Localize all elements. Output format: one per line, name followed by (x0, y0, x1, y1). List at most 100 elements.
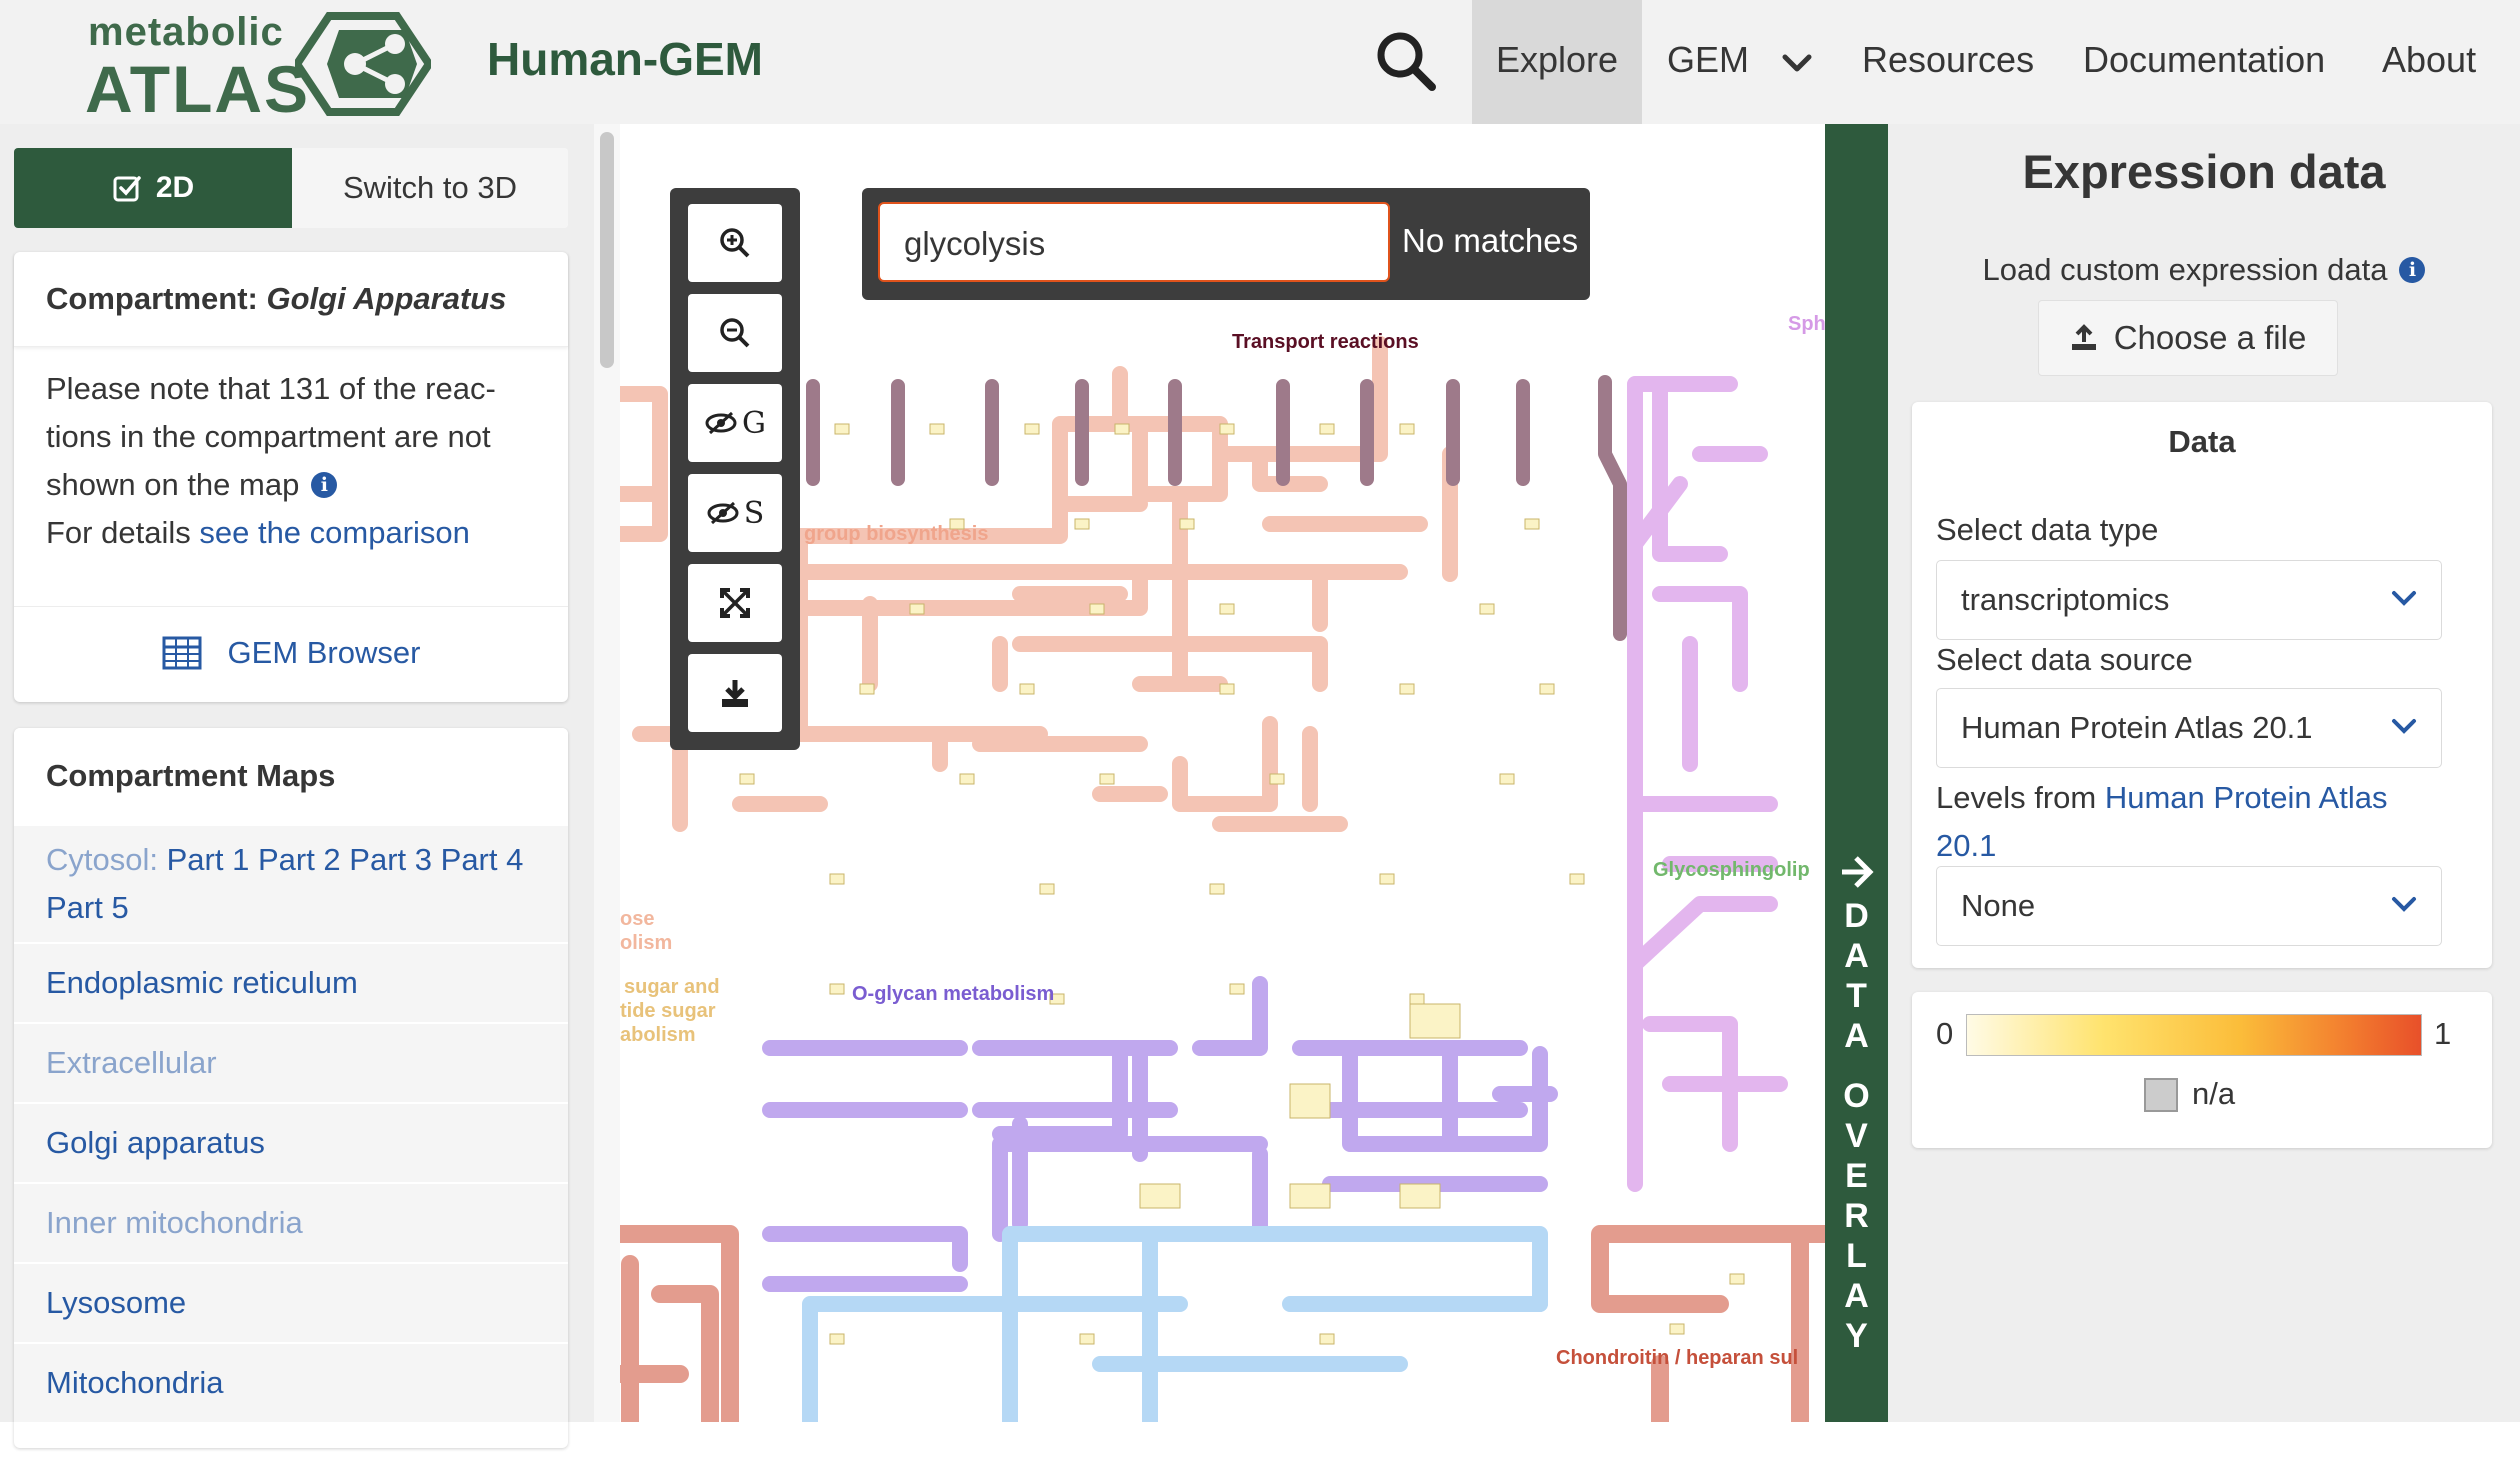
download-button[interactable] (688, 654, 782, 732)
legend-min: 0 (1936, 1016, 1954, 1051)
cytosol-part-1[interactable]: Part 1 (166, 842, 250, 877)
compartment-header: Compartment: Golgi Apparatus (14, 252, 568, 347)
data-source-label: Select data source (1936, 642, 2193, 677)
zoom-out-icon (720, 318, 750, 348)
chevron-down-icon (2392, 719, 2416, 734)
load-custom-label: Load custom expression data i (1888, 252, 2520, 288)
arrow-right-icon (1842, 1438, 1874, 1470)
logo-word-atlas: ATLAS (85, 52, 311, 126)
gem-browser-button[interactable]: GEM Browser (14, 606, 568, 699)
eye-slash-icon (707, 501, 739, 525)
nav-documentation[interactable]: Documentation (2083, 39, 2326, 80)
map-toolbar: G S (670, 188, 800, 750)
data-source-select[interactable]: Human Protein Atlas 20.1 (1936, 688, 2442, 768)
data-selection-card: Data Select data type transcriptomics Se… (1912, 402, 2492, 968)
chevron-down-icon (2392, 591, 2416, 606)
levels-value: None (1961, 888, 2036, 923)
map-item-lysosome[interactable]: Lysosome (14, 1262, 568, 1342)
info-icon[interactable]: i (2399, 257, 2426, 283)
pathway-transport (806, 375, 1627, 641)
label-ose: ose (620, 908, 654, 930)
pathway-purple (762, 976, 1558, 1292)
pathway-red (620, 1225, 1825, 1422)
toggle-2d-button[interactable]: 2D (14, 148, 292, 228)
label-abolism: abolism (620, 1024, 696, 1046)
metabolic-map[interactable]: Transport reactions Sph group biosynthes… (620, 124, 1825, 1422)
data-overlay-toggle[interactable]: D A T A O V E R L A Y (1825, 124, 1888, 1470)
switch-to-3d-button[interactable]: Switch to 3D (292, 148, 568, 228)
cytosol-part-4[interactable]: Part 4 (440, 842, 524, 877)
compartment-label: Compartment: (46, 281, 258, 316)
sidebar-scrollbar-thumb[interactable] (600, 132, 614, 368)
data-card-title: Data (2168, 424, 2236, 459)
chevron-down-icon (2392, 897, 2416, 912)
levels-select[interactable]: None (1936, 866, 2442, 946)
levels-label: Levels from Human Protein Atlas 20.1 (1936, 774, 2456, 870)
fullscreen-button[interactable] (688, 564, 782, 642)
cytosol-part-5[interactable]: Part 5 (46, 890, 129, 925)
info-icon[interactable]: i (311, 472, 338, 498)
compartment-card: Compartment: Golgi Apparatus Please note… (14, 252, 568, 702)
overlay-letter: Y (1845, 1317, 1868, 1355)
nav-resources[interactable]: Resources (1862, 39, 2035, 80)
label-olism: olism (620, 932, 672, 954)
navbar: metabolic ATLAS Human-GEM Explore GEM Re… (0, 0, 2520, 124)
hpa-link-version[interactable]: 20.1 (1936, 828, 1997, 863)
choose-file-button[interactable]: Choose a file (2038, 300, 2338, 376)
data-type-select[interactable]: transcriptomics (1936, 560, 2442, 640)
left-sidebar: 2D Switch to 3D Compartment: Golgi Appar… (0, 124, 594, 1448)
levels-prefix: Levels from (1936, 780, 2097, 815)
cytosol-part-3[interactable]: Part 3 (349, 842, 433, 877)
see-comparison-link[interactable]: see the comparison (199, 515, 470, 550)
zoom-in-icon (720, 228, 750, 258)
map-item-extracellular[interactable]: Extracellular (14, 1022, 568, 1102)
map-search-input[interactable]: glycolysis (878, 202, 1390, 282)
pathway-violet (1627, 376, 1788, 1192)
nav-explore[interactable]: Explore (1472, 0, 1642, 124)
overlay-letter: T (1846, 977, 1867, 1015)
compartment-maps-title: Compartment Maps (14, 728, 568, 824)
overlay-letter: D (1844, 897, 1869, 935)
zoom-in-button[interactable] (688, 204, 782, 282)
cytosol-part-2[interactable]: Part 2 (257, 842, 341, 877)
gem-browser-label: GEM Browser (227, 635, 421, 670)
chevron-down-icon (1782, 54, 1812, 72)
metabolic-atlas-logo[interactable]: metabolic ATLAS (85, 6, 445, 122)
label-o-glycan: O-glycan metabolism (852, 983, 1054, 1005)
nav-gem[interactable]: GEM (1667, 0, 1813, 124)
label-sph: Sph (1788, 313, 1825, 335)
zoom-out-button[interactable] (688, 294, 782, 372)
note-line-2: tions in the compartment are not (46, 419, 491, 454)
compartment-note: Please note that 131 of the reac- tions … (14, 347, 568, 557)
label-tide-sugar: tide sugar (620, 1000, 716, 1022)
nav-about[interactable]: About (2382, 39, 2477, 80)
hpa-link[interactable]: Human Protein Atlas (2104, 780, 2388, 815)
data-type-label: Select data type (1936, 512, 2159, 547)
expression-legend: 0 1 n/a (1912, 992, 2492, 1148)
overlay-letter: O (1843, 1077, 1870, 1115)
note-line-3: shown on the map (46, 467, 300, 502)
map-item-inner-mitochondria[interactable]: Inner mitochondria (14, 1182, 568, 1262)
load-custom-text: Load custom expression data (1982, 252, 2388, 287)
overlay-letter: A (1844, 1277, 1869, 1315)
reaction-nodes[interactable] (679, 423, 1745, 1345)
note-line-1: Please note that 131 of the reac- (46, 371, 496, 406)
label-group-biosynthesis: group biosynthesis (804, 523, 988, 545)
label-transport-reactions: Transport reactions (1232, 331, 1419, 353)
expand-icon (720, 588, 750, 618)
overlay-letter: A (1844, 1017, 1869, 1055)
download-icon (722, 680, 748, 707)
map-item-golgi-apparatus[interactable]: Golgi apparatus (14, 1102, 568, 1182)
search-icon[interactable] (1375, 30, 1437, 92)
map-item-mitochondria[interactable]: Mitochondria (14, 1342, 568, 1422)
app-title[interactable]: Human-GEM (487, 33, 763, 85)
overlay-letter: L (1846, 1237, 1867, 1275)
toggle-subsystems-button[interactable]: S (688, 474, 782, 552)
map-canvas[interactable]: Transport reactions Sph group biosynthes… (620, 124, 1825, 1422)
label-glycosphingolip: Glycosphingolip (1653, 859, 1810, 881)
compartment-maps-card: Compartment Maps Cytosol: Part 1 Part 2 … (14, 728, 568, 1448)
legend-na-swatch (2144, 1078, 2178, 1112)
toggle-genes-button[interactable]: G (688, 384, 782, 462)
map-item-endoplasmic-reticulum[interactable]: Endoplasmic reticulum (14, 942, 568, 1022)
checkbox-icon (113, 176, 141, 202)
